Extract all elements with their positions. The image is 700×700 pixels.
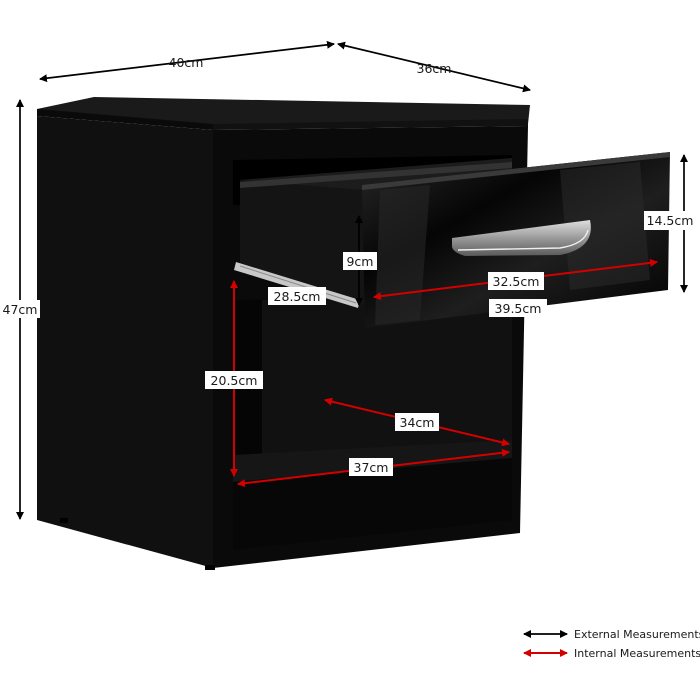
label-drawer-front-height: 14.5cm: [647, 213, 694, 228]
cabinet-left-side: [37, 116, 213, 568]
legend-internal-label: Internal Measurements: [574, 647, 700, 660]
drawer-runner: [234, 262, 360, 308]
measurement-labels: 40cm 36cm 47cm 14.5cm 9cm 32.5cm 39.5cm …: [0, 55, 700, 476]
legend-external-label: External Measurements: [574, 628, 700, 641]
cabinet-top: [37, 97, 530, 125]
label-drawer-front-width: 39.5cm: [495, 301, 542, 316]
label-drawer-inner-width: 32.5cm: [493, 274, 540, 289]
label-width-top: 40cm: [169, 55, 204, 70]
label-shelf-height: 20.5cm: [211, 373, 258, 388]
label-drawer-inner-height: 9cm: [346, 254, 373, 269]
label-shelf-depth: 34cm: [400, 415, 435, 430]
label-height-left: 47cm: [3, 302, 38, 317]
legend: External Measurements Internal Measureme…: [523, 628, 700, 660]
label-drawer-inner-depth: 28.5cm: [274, 289, 321, 304]
label-shelf-width: 37cm: [354, 460, 389, 475]
arrow-width-top: [39, 40, 335, 83]
drawer-handle: [452, 220, 591, 256]
label-depth-top: 36cm: [417, 61, 452, 76]
arrow-depth-top: [337, 41, 531, 93]
